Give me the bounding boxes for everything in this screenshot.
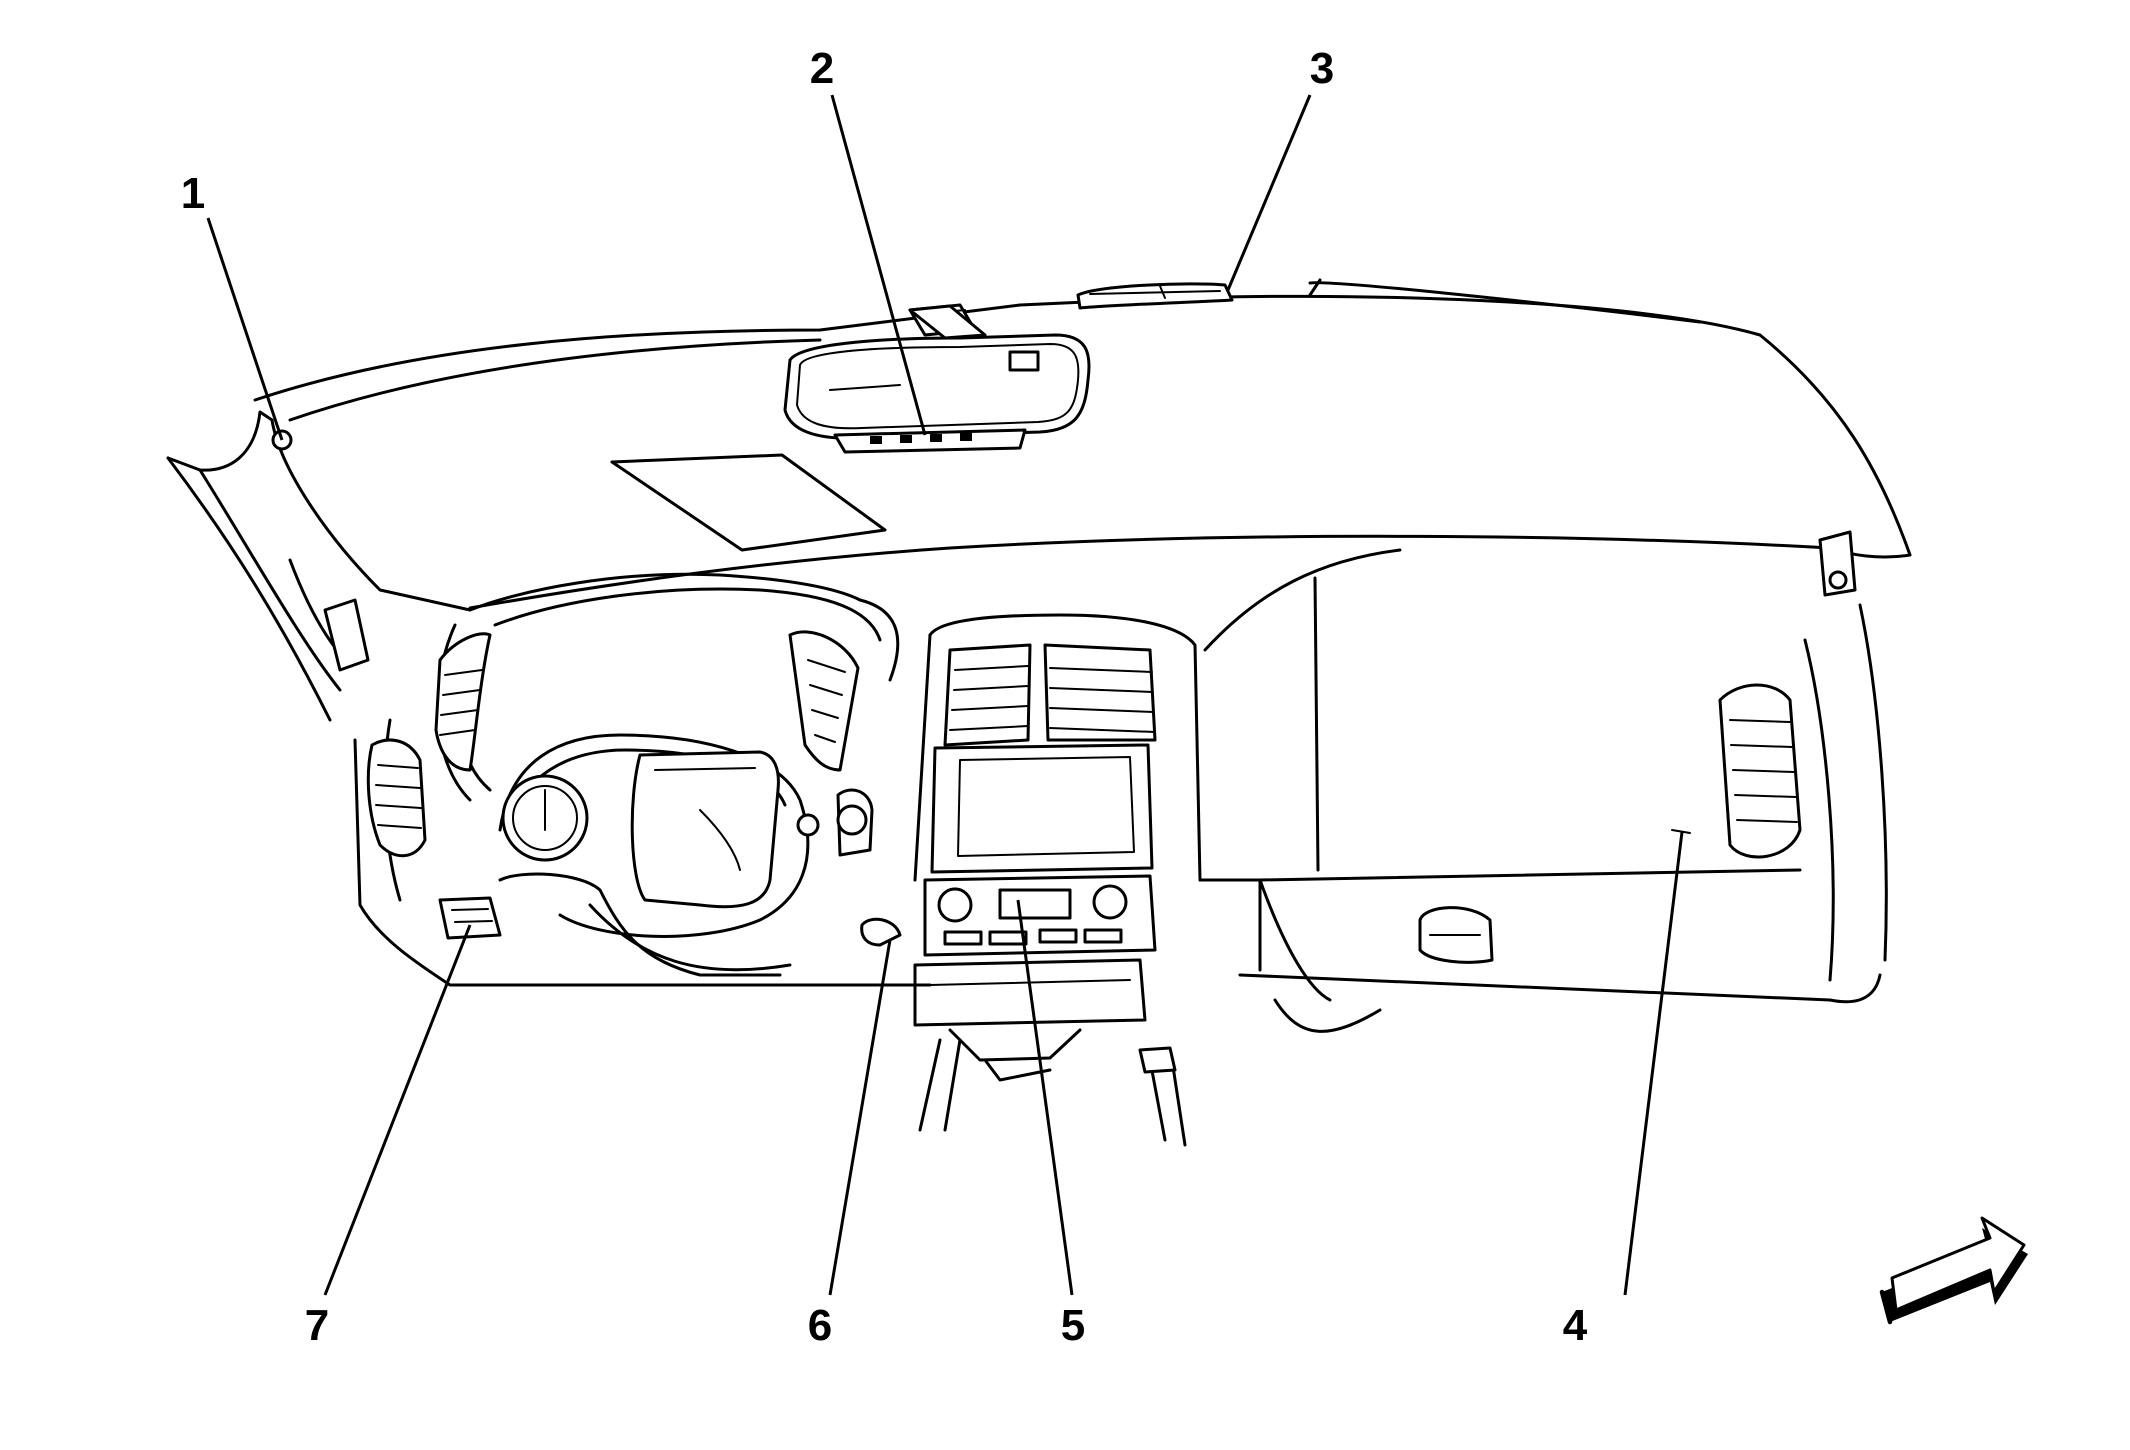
leader-6 <box>828 939 892 1296</box>
callout-7: 7 <box>305 1301 329 1350</box>
callout-1: 1 <box>181 169 205 218</box>
lower-switches <box>438 896 902 947</box>
leader-lines <box>206 94 1684 1296</box>
leader-5 <box>1016 899 1074 1296</box>
callout-labels: 1 2 3 4 5 6 7 <box>181 44 1588 1350</box>
windshield-sensor <box>1076 282 1234 310</box>
leader-3 <box>1226 94 1312 291</box>
callout-4: 4 <box>1563 1301 1588 1350</box>
leader-1 <box>206 217 284 441</box>
callout-3: 3 <box>1310 44 1334 93</box>
callout-6: 6 <box>808 1301 832 1350</box>
dash-upper-surface <box>253 278 1912 610</box>
forward-arrow-icon <box>1879 1216 2028 1325</box>
callout-2: 2 <box>810 44 834 93</box>
a-pillar-trim <box>166 410 472 722</box>
leader-2 <box>830 94 927 436</box>
callout-5: 5 <box>1061 1301 1085 1350</box>
dash-lower <box>353 530 1888 1033</box>
rear-view-mirror <box>783 304 1091 454</box>
instrument-cluster <box>366 572 900 977</box>
leader-7 <box>323 924 472 1296</box>
center-stack <box>913 613 1202 1147</box>
leader-4 <box>1623 831 1684 1296</box>
